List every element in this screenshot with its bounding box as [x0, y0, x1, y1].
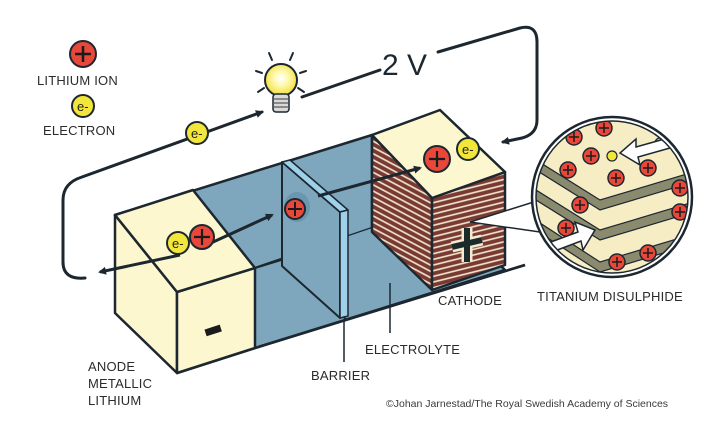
anode-minus-sign — [204, 324, 222, 337]
leader-lines — [343, 283, 391, 362]
external-circuit — [61, 25, 539, 280]
barrier-label: BARRIER — [311, 368, 370, 383]
cathode-plus-sign — [450, 228, 484, 262]
wire-electron-symbol: e- — [191, 126, 203, 141]
legend-electron-icon: e- — [71, 94, 95, 118]
anode-label-line3: LITHIUM — [88, 393, 141, 408]
anode-electron-symbol: e- — [172, 236, 184, 251]
legend-electron-label: ELECTRON — [43, 123, 115, 138]
magnifier-ions — [557, 121, 688, 271]
cathode-label: CATHODE — [438, 293, 502, 308]
anode-label-line1: ANODE — [88, 359, 135, 374]
image-credit: ©Johan Jarnestad/The Royal Swedish Acade… — [386, 398, 668, 410]
legend: LITHIUM ION e- ELECTRON — [37, 40, 118, 138]
arrow-to-wire — [98, 253, 181, 275]
wire-electron-icon: e- — [185, 121, 209, 145]
legend-lithium-ion-label: LITHIUM ION — [37, 73, 118, 88]
light-bulb-icon — [255, 52, 307, 113]
wire-bulb-to-voltage — [300, 68, 382, 99]
cathode-lithium-ion-icon — [423, 145, 451, 173]
wire-voltage-to-cathode — [436, 25, 539, 145]
cathode-electron-icon: e- — [456, 137, 480, 161]
legend-electron-symbol: e- — [77, 99, 89, 114]
arrow-to-cathode — [317, 165, 422, 198]
legend-lithium-ion-icon — [69, 40, 97, 68]
anode-lithium-ion-icon — [189, 224, 215, 250]
battery-cell — [113, 108, 526, 375]
voltage-label: 2 V — [382, 49, 427, 82]
wire-anode-to-bulb — [61, 110, 264, 280]
barrier-lithium-ion-icon — [284, 192, 310, 222]
barrier-front-edge — [339, 209, 349, 319]
anode-label-line2: METALLIC — [88, 376, 152, 391]
anode-electron-icon: e- — [166, 231, 190, 255]
titanium-disulphide-magnifier — [469, 115, 694, 279]
titanium-disulphide-label: TITANIUM DISULPHIDE — [537, 289, 683, 304]
electrolyte-label: ELECTROLYTE — [365, 342, 460, 357]
cathode-electron-symbol: e- — [462, 142, 474, 157]
